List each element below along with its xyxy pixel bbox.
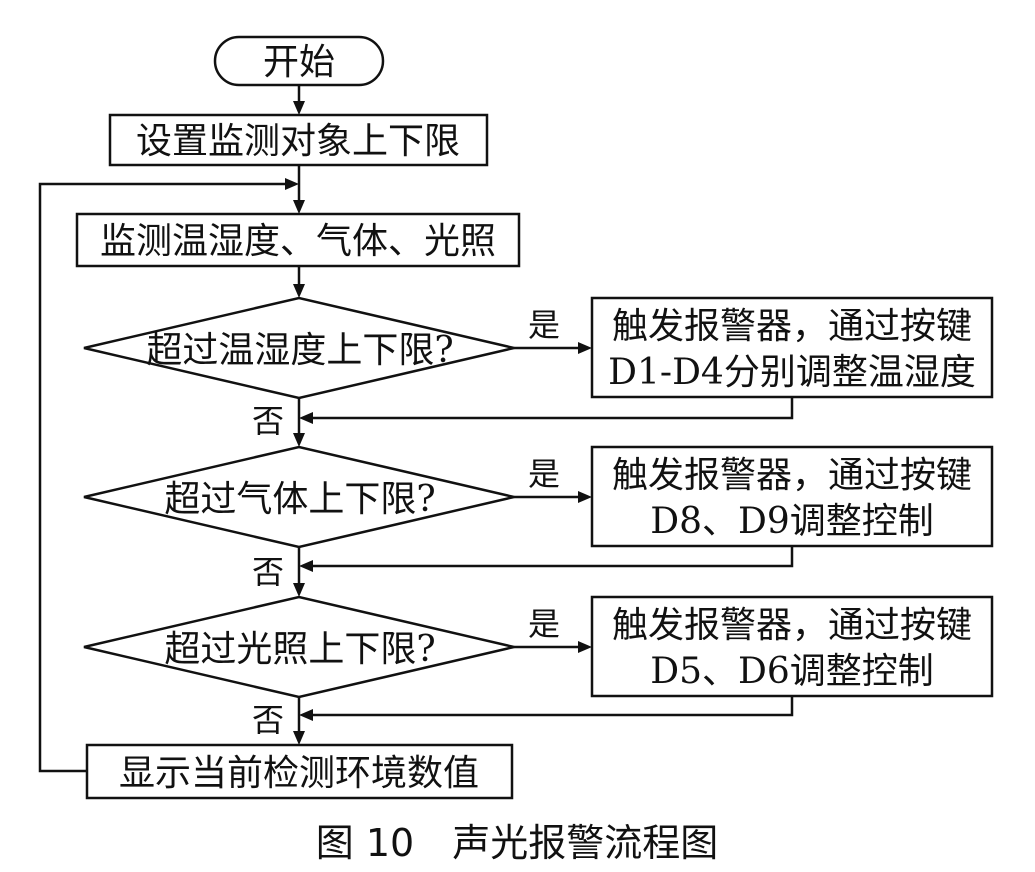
arrowhead-icon <box>578 641 592 653</box>
arrowhead-icon <box>578 342 592 354</box>
no-label-light: 否 <box>252 701 284 739</box>
monitor-node: 监测温湿度、气体、光照 <box>75 212 521 268</box>
arrowhead-icon <box>299 560 313 572</box>
decision-temp-label: 超过温湿度上下限? <box>146 330 453 371</box>
arrowhead-icon <box>293 200 305 214</box>
action-light-line1: 触发报警器，通过按键 <box>612 605 972 646</box>
display-label: 显示当前检测环境数值 <box>119 753 479 794</box>
decision-temp-node: 超过温湿度上下限? <box>83 296 515 400</box>
arrowhead-icon <box>293 731 305 745</box>
action-temp-line2: D1-D4分别调整温湿度 <box>608 352 976 393</box>
arrowhead-icon <box>285 178 299 190</box>
no-label-gas: 否 <box>252 553 284 591</box>
action-temp-node: 触发报警器，通过按键 D1-D4分别调整温湿度 <box>590 296 994 399</box>
edge-loop-back <box>38 182 287 773</box>
decision-light-label: 超过光照上下限? <box>164 629 435 670</box>
arrowhead-icon <box>299 709 313 721</box>
arrowhead-icon <box>293 284 305 298</box>
display-node: 显示当前检测环境数值 <box>85 743 514 800</box>
action-light-line2: D5、D6调整控制 <box>650 651 934 692</box>
arrowhead-icon <box>578 491 592 503</box>
arrowhead-icon <box>293 101 305 115</box>
decision-gas-label: 超过气体上下限? <box>164 479 435 520</box>
edge-gas-return <box>311 546 794 568</box>
edge-temp-return <box>311 397 794 420</box>
yes-label-light: 是 <box>528 605 560 643</box>
edge-light-return <box>311 696 794 717</box>
figure-caption: 图 10 声光报警流程图 <box>316 821 718 865</box>
decision-gas-node: 超过气体上下限? <box>83 445 515 549</box>
start-node: 开始 <box>213 35 385 87</box>
arrowhead-icon <box>299 412 313 424</box>
set-limits-label: 设置监测对象上下限 <box>136 121 460 162</box>
monitor-label: 监测温湿度、气体、光照 <box>100 221 496 262</box>
arrowhead-icon <box>293 433 305 447</box>
action-gas-line2: D8、D9调整控制 <box>650 501 934 542</box>
start-label: 开始 <box>263 42 335 83</box>
action-temp-line1: 触发报警器，通过按键 <box>612 306 972 347</box>
action-light-node: 触发报警器，通过按键 D5、D6调整控制 <box>590 595 994 698</box>
arrowhead-icon <box>293 583 305 597</box>
yes-label-temp: 是 <box>528 306 560 344</box>
set-limits-node: 设置监测对象上下限 <box>108 113 489 167</box>
no-label-temp: 否 <box>252 402 284 440</box>
decision-light-node: 超过光照上下限? <box>83 595 515 699</box>
yes-label-gas: 是 <box>528 455 560 493</box>
action-gas-line1: 触发报警器，通过按键 <box>612 455 972 496</box>
action-gas-node: 触发报警器，通过按键 D8、D9调整控制 <box>590 445 994 548</box>
